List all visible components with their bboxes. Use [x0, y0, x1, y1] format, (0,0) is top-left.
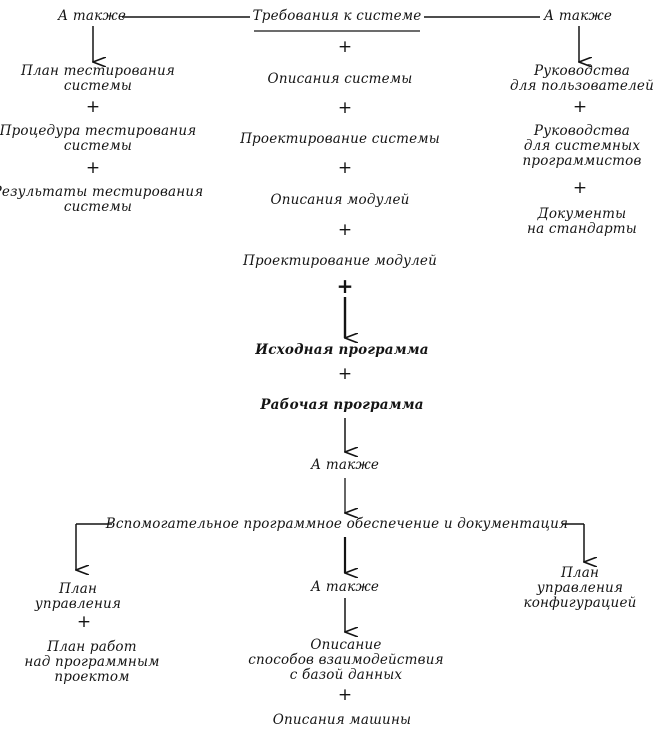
- plus-left-2: +: [85, 158, 101, 178]
- system-descriptions: Описания системы: [267, 71, 413, 87]
- source-program: Исходная программа: [255, 342, 429, 358]
- plus-center-5: +: [336, 274, 354, 298]
- test-plan: План тестирования системы: [20, 63, 176, 94]
- plus-center-2: +: [337, 98, 353, 118]
- user-guides: Руководства для пользователей: [509, 63, 655, 94]
- support-heading: Вспомогательное программное обеспечение …: [105, 516, 569, 532]
- plus-center-1: +: [337, 37, 353, 57]
- management-plan: План управления: [34, 581, 122, 612]
- plus-center-6: +: [337, 364, 353, 384]
- also-bottom: А также: [310, 579, 380, 595]
- also-top-right: А также: [543, 8, 613, 24]
- plus-center-3: +: [337, 158, 353, 178]
- also-middle: А также: [310, 457, 380, 473]
- system-design: Проектирование системы: [240, 131, 440, 147]
- plus-support-center: +: [337, 685, 353, 705]
- plus-right-1: +: [572, 97, 588, 117]
- standards-docs: Документы на стандарты: [527, 206, 637, 237]
- also-top-left: А также: [57, 8, 127, 24]
- config-plan: План управления конфигурацией: [523, 565, 637, 611]
- machine-descriptions: Описания машины: [272, 712, 412, 728]
- working-program: Рабочая программа: [260, 397, 424, 413]
- module-design: Проектирование модулей: [242, 253, 438, 269]
- work-plan: План работ над программным проектом: [24, 639, 160, 685]
- plus-support-left: +: [76, 612, 92, 632]
- db-interaction: Описание способов взаимодействия с базой…: [248, 637, 444, 683]
- test-procedure: Процедура тестирования системы: [0, 123, 197, 154]
- plus-left-1: +: [85, 97, 101, 117]
- test-results: Результаты тестирования системы: [0, 184, 204, 215]
- sysprog-guides: Руководства для системных программистов: [522, 123, 642, 169]
- module-descriptions: Описания модулей: [270, 192, 410, 208]
- plus-center-4: +: [337, 220, 353, 240]
- plus-right-2: +: [572, 178, 588, 198]
- requirements-label: Требования к системе: [252, 8, 422, 24]
